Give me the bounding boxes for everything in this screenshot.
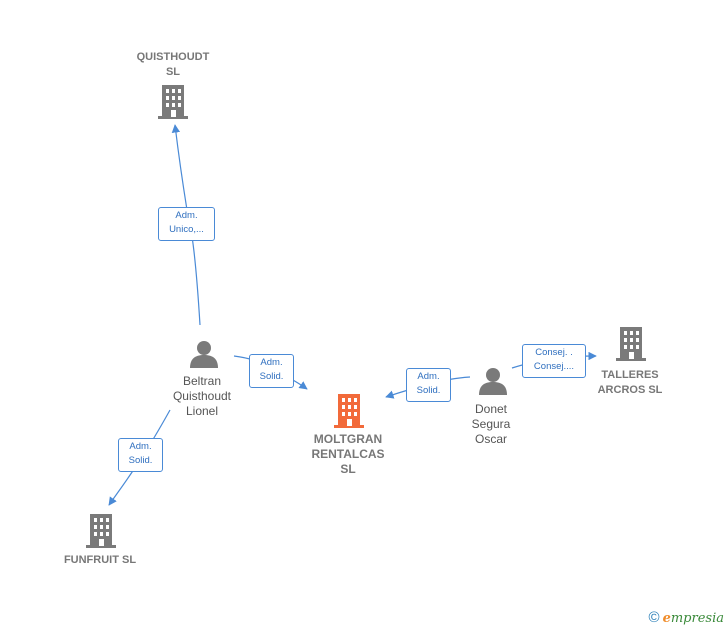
person-icon[interactable] [479, 368, 507, 395]
building-icon[interactable] [86, 514, 116, 548]
building-icon[interactable] [158, 85, 188, 119]
edge-label-beltran-quisthoudt[interactable]: Adm. Unico,... [158, 207, 215, 241]
company-label-talleres[interactable]: TALLERES ARCROS SL [597, 369, 663, 396]
company-label-moltgran[interactable]: MOLTGRAN RENTALCAS SL [311, 432, 385, 476]
brand-name: mpresia [670, 611, 724, 626]
company-label-quisthoudt[interactable]: QUISTHOUDT SL [136, 51, 210, 78]
brand-watermark: ©empresia [649, 609, 724, 626]
brand-first-letter: e [662, 611, 671, 626]
company-label-funfruit[interactable]: FUNFRUIT SL [63, 554, 137, 566]
person-icon[interactable] [190, 341, 218, 368]
edge-label-beltran-funfruit[interactable]: Adm. Solid. [118, 438, 163, 472]
building-icon[interactable] [616, 327, 646, 361]
copyright-icon: © [648, 609, 660, 626]
building-icon[interactable] [334, 394, 364, 428]
person-label-donet[interactable]: Donet Segura Oscar [471, 402, 511, 446]
edge-label-beltran-moltgran[interactable]: Adm. Solid. [249, 354, 294, 388]
person-label-beltran[interactable]: Beltran Quisthoudt Lionel [172, 374, 232, 418]
edge-label-donet-moltgran[interactable]: Adm. Solid. [406, 368, 451, 402]
edge-label-donet-talleres[interactable]: Consej. . Consej.... [522, 344, 586, 378]
